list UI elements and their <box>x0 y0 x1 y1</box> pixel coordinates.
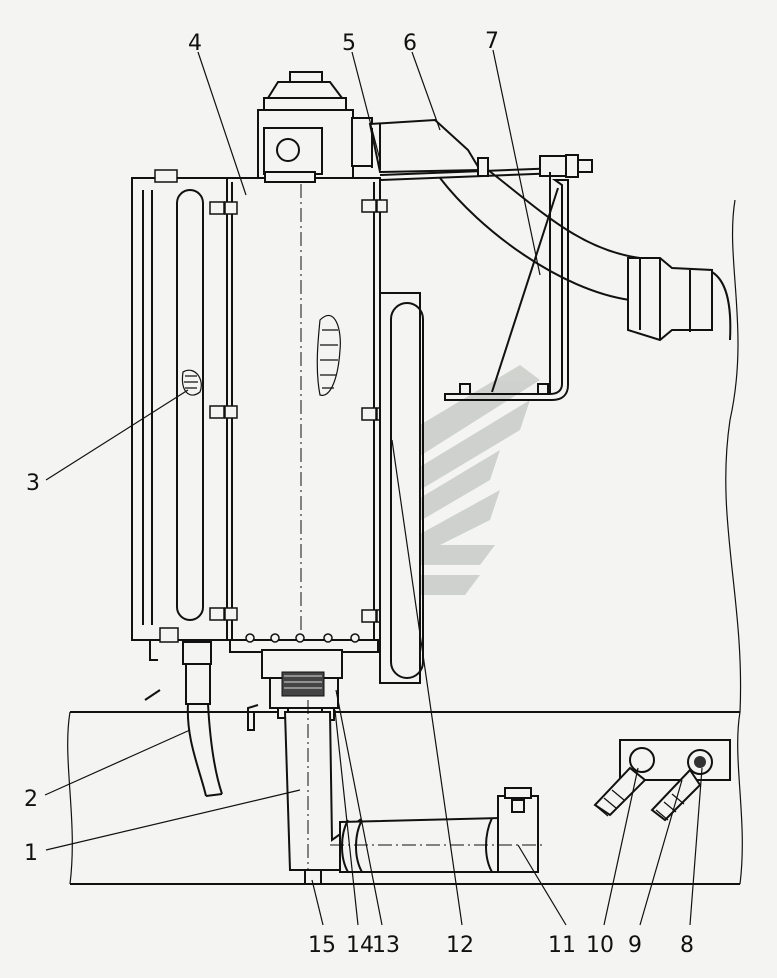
callout-15: 15 <box>308 933 336 958</box>
callout-11: 11 <box>548 933 576 958</box>
callout-3: 3 <box>26 471 40 496</box>
callout-6: 6 <box>403 31 417 56</box>
callout-5: 5 <box>342 31 356 56</box>
electrical-connectors <box>593 739 731 822</box>
callout-10: 10 <box>586 933 614 958</box>
side-panel <box>131 177 228 641</box>
drain-pipe <box>283 700 361 885</box>
frame-rail <box>67 711 743 885</box>
drain-hose <box>144 640 223 797</box>
right-panel <box>379 292 424 684</box>
leader-lines <box>44 49 703 926</box>
callout-2: 2 <box>24 787 38 812</box>
callout-13: 13 <box>372 933 400 958</box>
background-contour <box>725 199 742 713</box>
callout-1: 1 <box>24 841 38 866</box>
callout-labels: 1 2 3 4 5 6 7 8 9 10 11 12 13 14 15 <box>24 29 694 958</box>
callout-7: 7 <box>485 29 499 54</box>
filter-body <box>226 160 381 700</box>
top-housing <box>257 71 373 183</box>
outlet-hose <box>439 169 732 342</box>
mounting-bracket <box>444 172 569 401</box>
callout-9: 9 <box>628 933 642 958</box>
callout-4: 4 <box>188 31 202 56</box>
callout-14: 14 <box>346 933 374 958</box>
body-bolts <box>154 169 388 643</box>
intake-pipe <box>368 118 593 181</box>
callout-12: 12 <box>446 933 474 958</box>
horizontal-pipe <box>330 787 545 873</box>
callout-8: 8 <box>680 933 694 958</box>
